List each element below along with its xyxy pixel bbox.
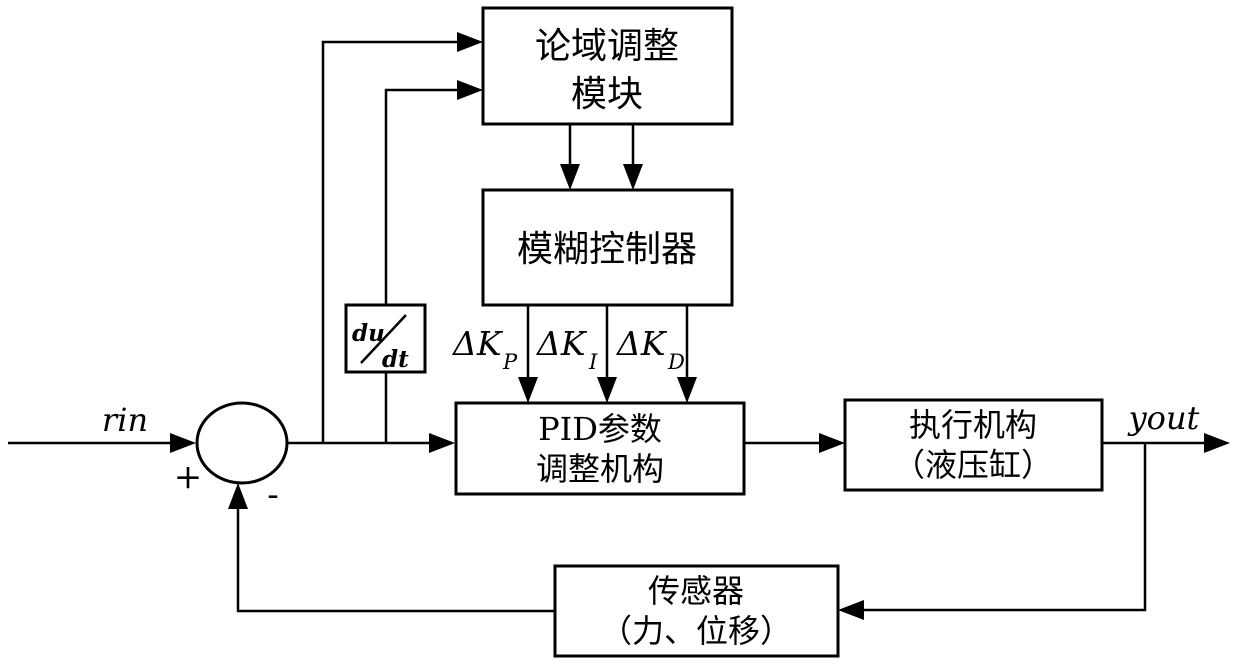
domain-adjust-block: 论域调整 模块	[481, 6, 734, 126]
minus-sign: -	[267, 475, 279, 515]
fuzzy-controller-block: 模糊控制器	[481, 188, 734, 307]
derivative-denominator: dt	[382, 346, 409, 373]
sensor-to-sum-arrowhead	[228, 483, 248, 509]
plus-sign: +	[174, 457, 203, 497]
domain-adjust-box	[481, 6, 734, 126]
pid-to-actuator-arrowhead	[819, 433, 845, 453]
sensor-label-line1: 传感器	[648, 572, 744, 610]
derivative-fraction-slash	[360, 314, 407, 364]
error-branch-to-domain-wire	[321, 40, 457, 443]
feedback-to-sensor-arrowhead	[838, 600, 864, 620]
error-to-domain-arrowhead	[457, 32, 483, 52]
actuator-block: 执行机构 （液压缸）	[843, 398, 1104, 492]
pid-label-line2: 调整机构	[536, 450, 664, 488]
domain-to-fuzzy-arrowhead-1	[560, 164, 580, 190]
derivative-to-domain-arrowhead	[457, 80, 483, 100]
summing-junction	[195, 401, 289, 485]
kp-gain-label: ΔK P	[451, 324, 518, 374]
fuzzy-controller-box	[481, 188, 734, 307]
actuator-label-line1: 执行机构	[909, 406, 1037, 444]
ki-subscript: I	[588, 350, 598, 374]
input-arrowhead	[170, 433, 196, 453]
sensor-label-line2: （力、位移）	[600, 612, 792, 650]
ki-base: ΔK	[535, 324, 588, 363]
pid-box	[454, 401, 746, 496]
feedback-to-sensor-wire	[864, 443, 1147, 612]
domain-to-fuzzy-arrowhead-2	[623, 164, 643, 190]
output-arrowhead	[1204, 433, 1230, 453]
kp-subscript: P	[502, 350, 518, 374]
input-signal-label: rin	[102, 401, 148, 439]
ki-arrowhead	[597, 377, 617, 403]
output-signal-label: yout	[1127, 399, 1200, 437]
pid-label-line1: PID参数	[538, 410, 662, 448]
domain-adjust-label-line2: 模块	[571, 74, 643, 115]
sensor-block: 传感器 （力、位移）	[553, 564, 840, 658]
error-to-pid-arrowhead	[429, 433, 455, 453]
kp-base: ΔK	[451, 324, 504, 363]
sensor-box	[553, 564, 840, 658]
ki-gain-label: ΔK I	[535, 324, 598, 374]
fuzzy-controller-label: 模糊控制器	[517, 229, 697, 270]
derivative-branch-wire	[384, 88, 457, 443]
kd-subscript: D	[667, 350, 685, 374]
domain-adjust-label-line1: 论域调整	[535, 26, 679, 67]
actuator-label-line2: （液压缸）	[893, 446, 1053, 484]
kp-arrowhead	[518, 377, 538, 403]
kd-arrowhead	[677, 377, 697, 403]
kd-base: ΔK	[615, 324, 668, 363]
kd-gain-label: ΔK D	[615, 324, 685, 374]
actuator-box	[843, 398, 1104, 492]
derivative-block: du dt	[344, 303, 427, 374]
pid-block: PID参数 调整机构	[454, 401, 746, 496]
sensor-to-sum-wire	[236, 509, 555, 613]
